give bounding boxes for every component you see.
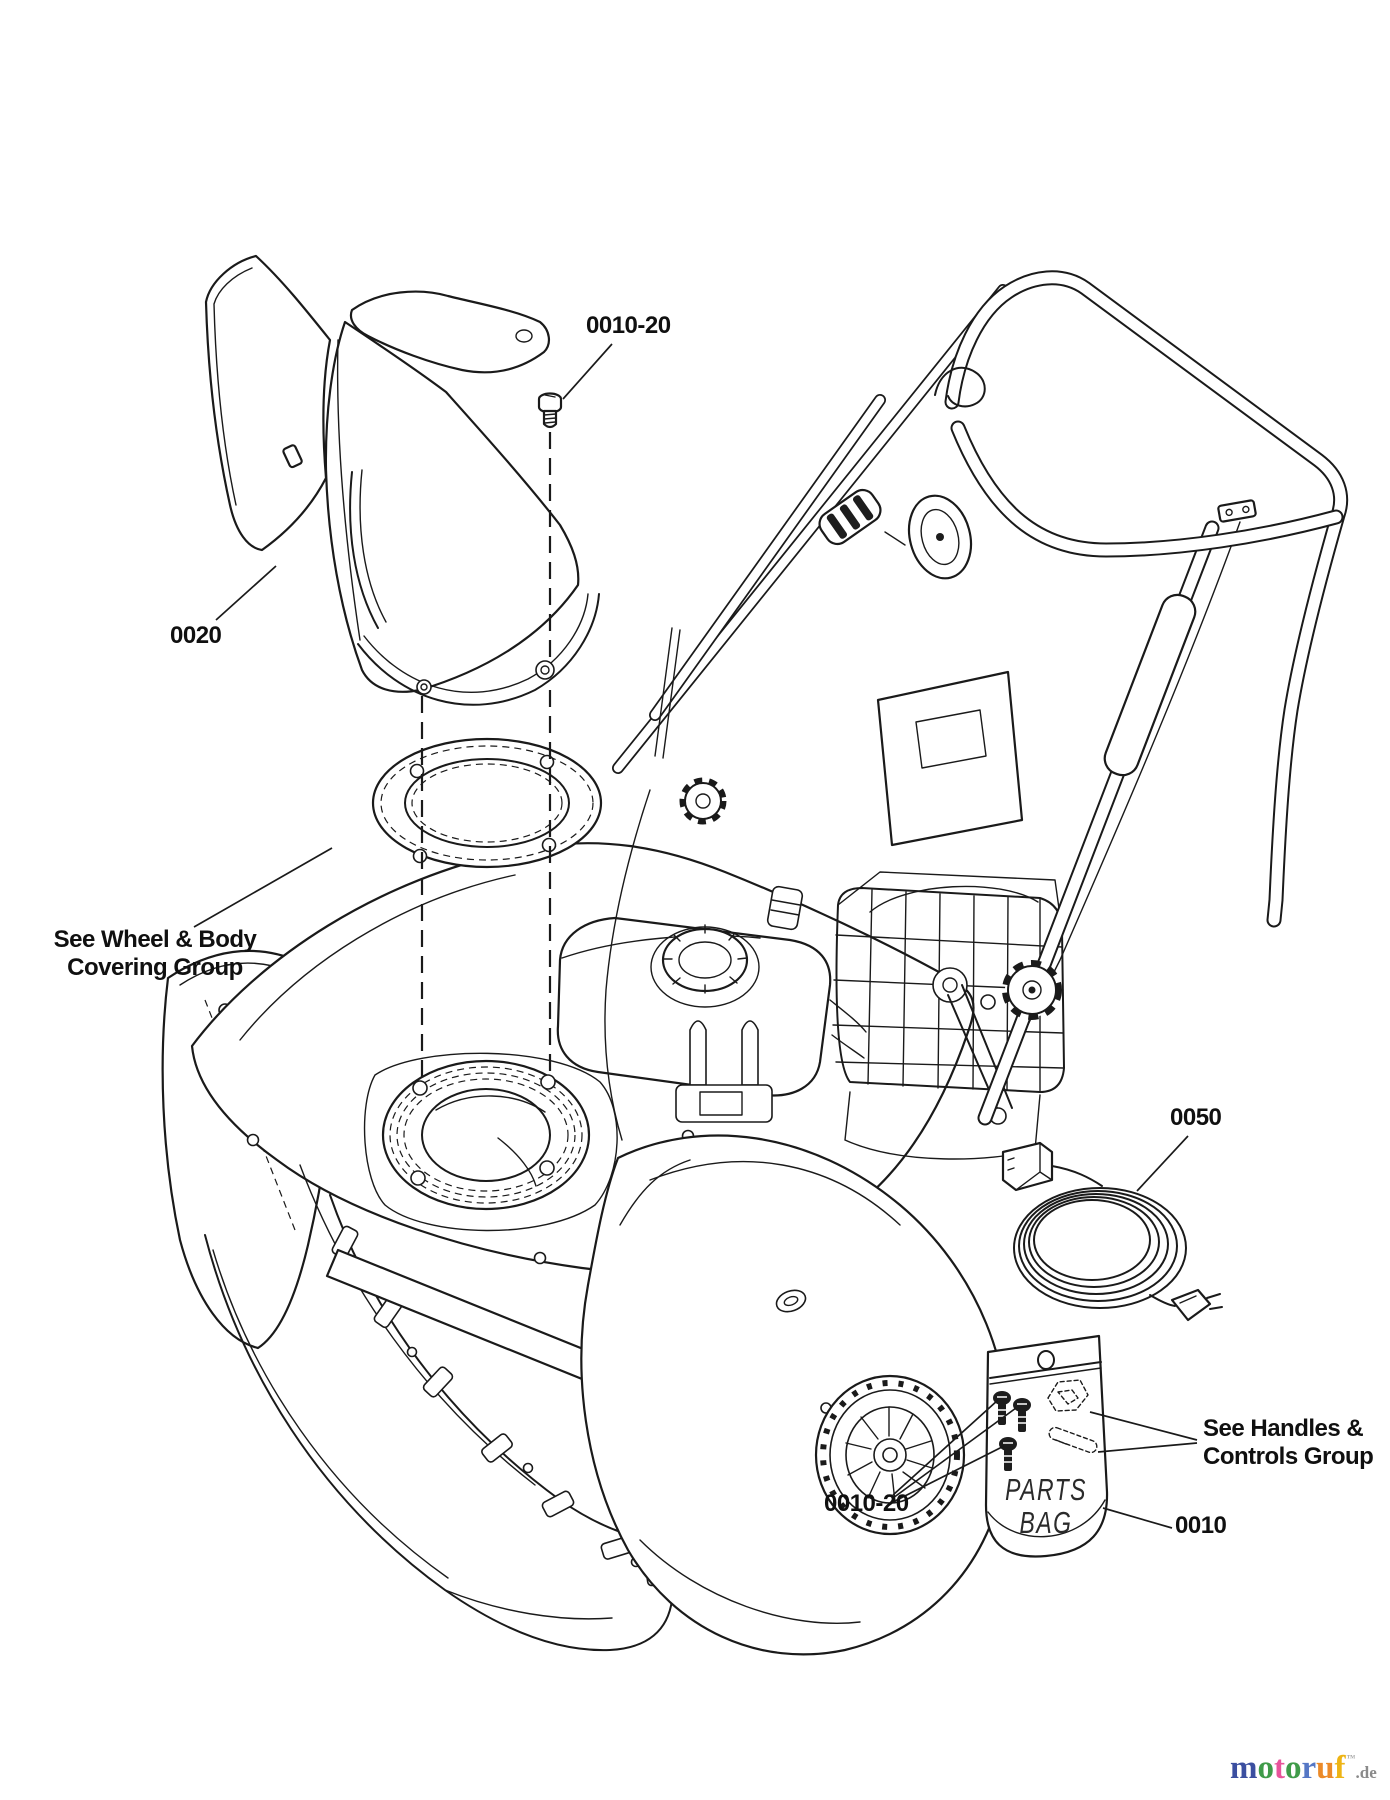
note-handles-line2: Controls Group (1203, 1443, 1374, 1471)
note-wheel-body-line1: See Wheel & Body (53, 926, 257, 953)
handle-assembly-drawing (612, 270, 1349, 1126)
note-handles-line1: See Handles & (1203, 1415, 1364, 1442)
muffler-guard-drawing (832, 871, 1065, 1160)
belt-cover-drawing (580, 1134, 1009, 1656)
bail-hook-drawing (934, 366, 986, 408)
logo-letter: o (1257, 1750, 1275, 1786)
handle-clamp-drawing (1217, 499, 1257, 523)
note-handles-group: See Handles & Controls Group (1203, 1415, 1374, 1472)
parts-bag-text-line1: PARTS (1005, 1472, 1087, 1507)
logo-letter: r (1301, 1750, 1317, 1786)
handle-knob-left (679, 777, 727, 825)
retaining-ring-drawing (371, 737, 603, 869)
wheel-spokes (845, 1406, 933, 1503)
bag-key-drawing (1048, 1426, 1098, 1454)
muffler-guard-grid (832, 889, 1064, 1093)
chute-cable (604, 789, 651, 1141)
mounting-screw-drawing (537, 392, 563, 429)
chute-opening-drawing (381, 1059, 591, 1211)
linkage-lines (829, 999, 867, 1059)
rope-pulley-drawing (884, 494, 973, 580)
cord-coil-drawing (1013, 1187, 1187, 1309)
handle-knob-right (1002, 960, 1062, 1020)
chute-deflector-drawing (204, 254, 600, 706)
callout-chute: 0020 (170, 622, 222, 649)
callout-bag: 0010 (1175, 1512, 1227, 1539)
callout-screw: 0010-20 (586, 312, 671, 339)
logo-letter: u (1316, 1750, 1335, 1786)
chute-clip-drawing (282, 444, 303, 469)
logo-trademark: ™ (1346, 1753, 1356, 1763)
power-cord-drawing (1001, 1141, 1223, 1322)
cord-plug-drawing (1170, 1288, 1223, 1322)
parts-bag-text: PARTS BAG (994, 1472, 1098, 1540)
parts-bag-text-line2: BAG (1019, 1504, 1073, 1540)
starter-grip-drawing (818, 488, 882, 546)
foam-grip-drawing (1103, 593, 1197, 777)
fuel-tank-drawing (556, 885, 832, 1123)
note-wheel-body-line2: Covering Group (67, 954, 243, 982)
logo-letter: t (1274, 1750, 1285, 1786)
chute-bracket-drawing (349, 290, 550, 374)
bag-bolts-drawing (993, 1391, 1031, 1471)
logo-letter: o (1285, 1750, 1302, 1786)
logo-letter: m (1230, 1750, 1258, 1786)
logo-letter: f (1334, 1750, 1346, 1786)
leader-lines (193, 343, 1198, 1529)
wheel-drawing (814, 1374, 966, 1536)
callout-bag-hardware: 0010-20 (824, 1490, 909, 1517)
logo-domain-suffix: .de (1355, 1763, 1377, 1782)
callout-cord: 0050 (1170, 1104, 1222, 1131)
rear-panel-drawing (876, 670, 1024, 847)
chute-rod-drawing (654, 627, 681, 759)
note-wheel-body-group: See Wheel & Body Covering Group (40, 926, 270, 983)
assembly-dashed-lines (420, 432, 552, 1080)
bag-keyring-drawing (1047, 1379, 1089, 1412)
